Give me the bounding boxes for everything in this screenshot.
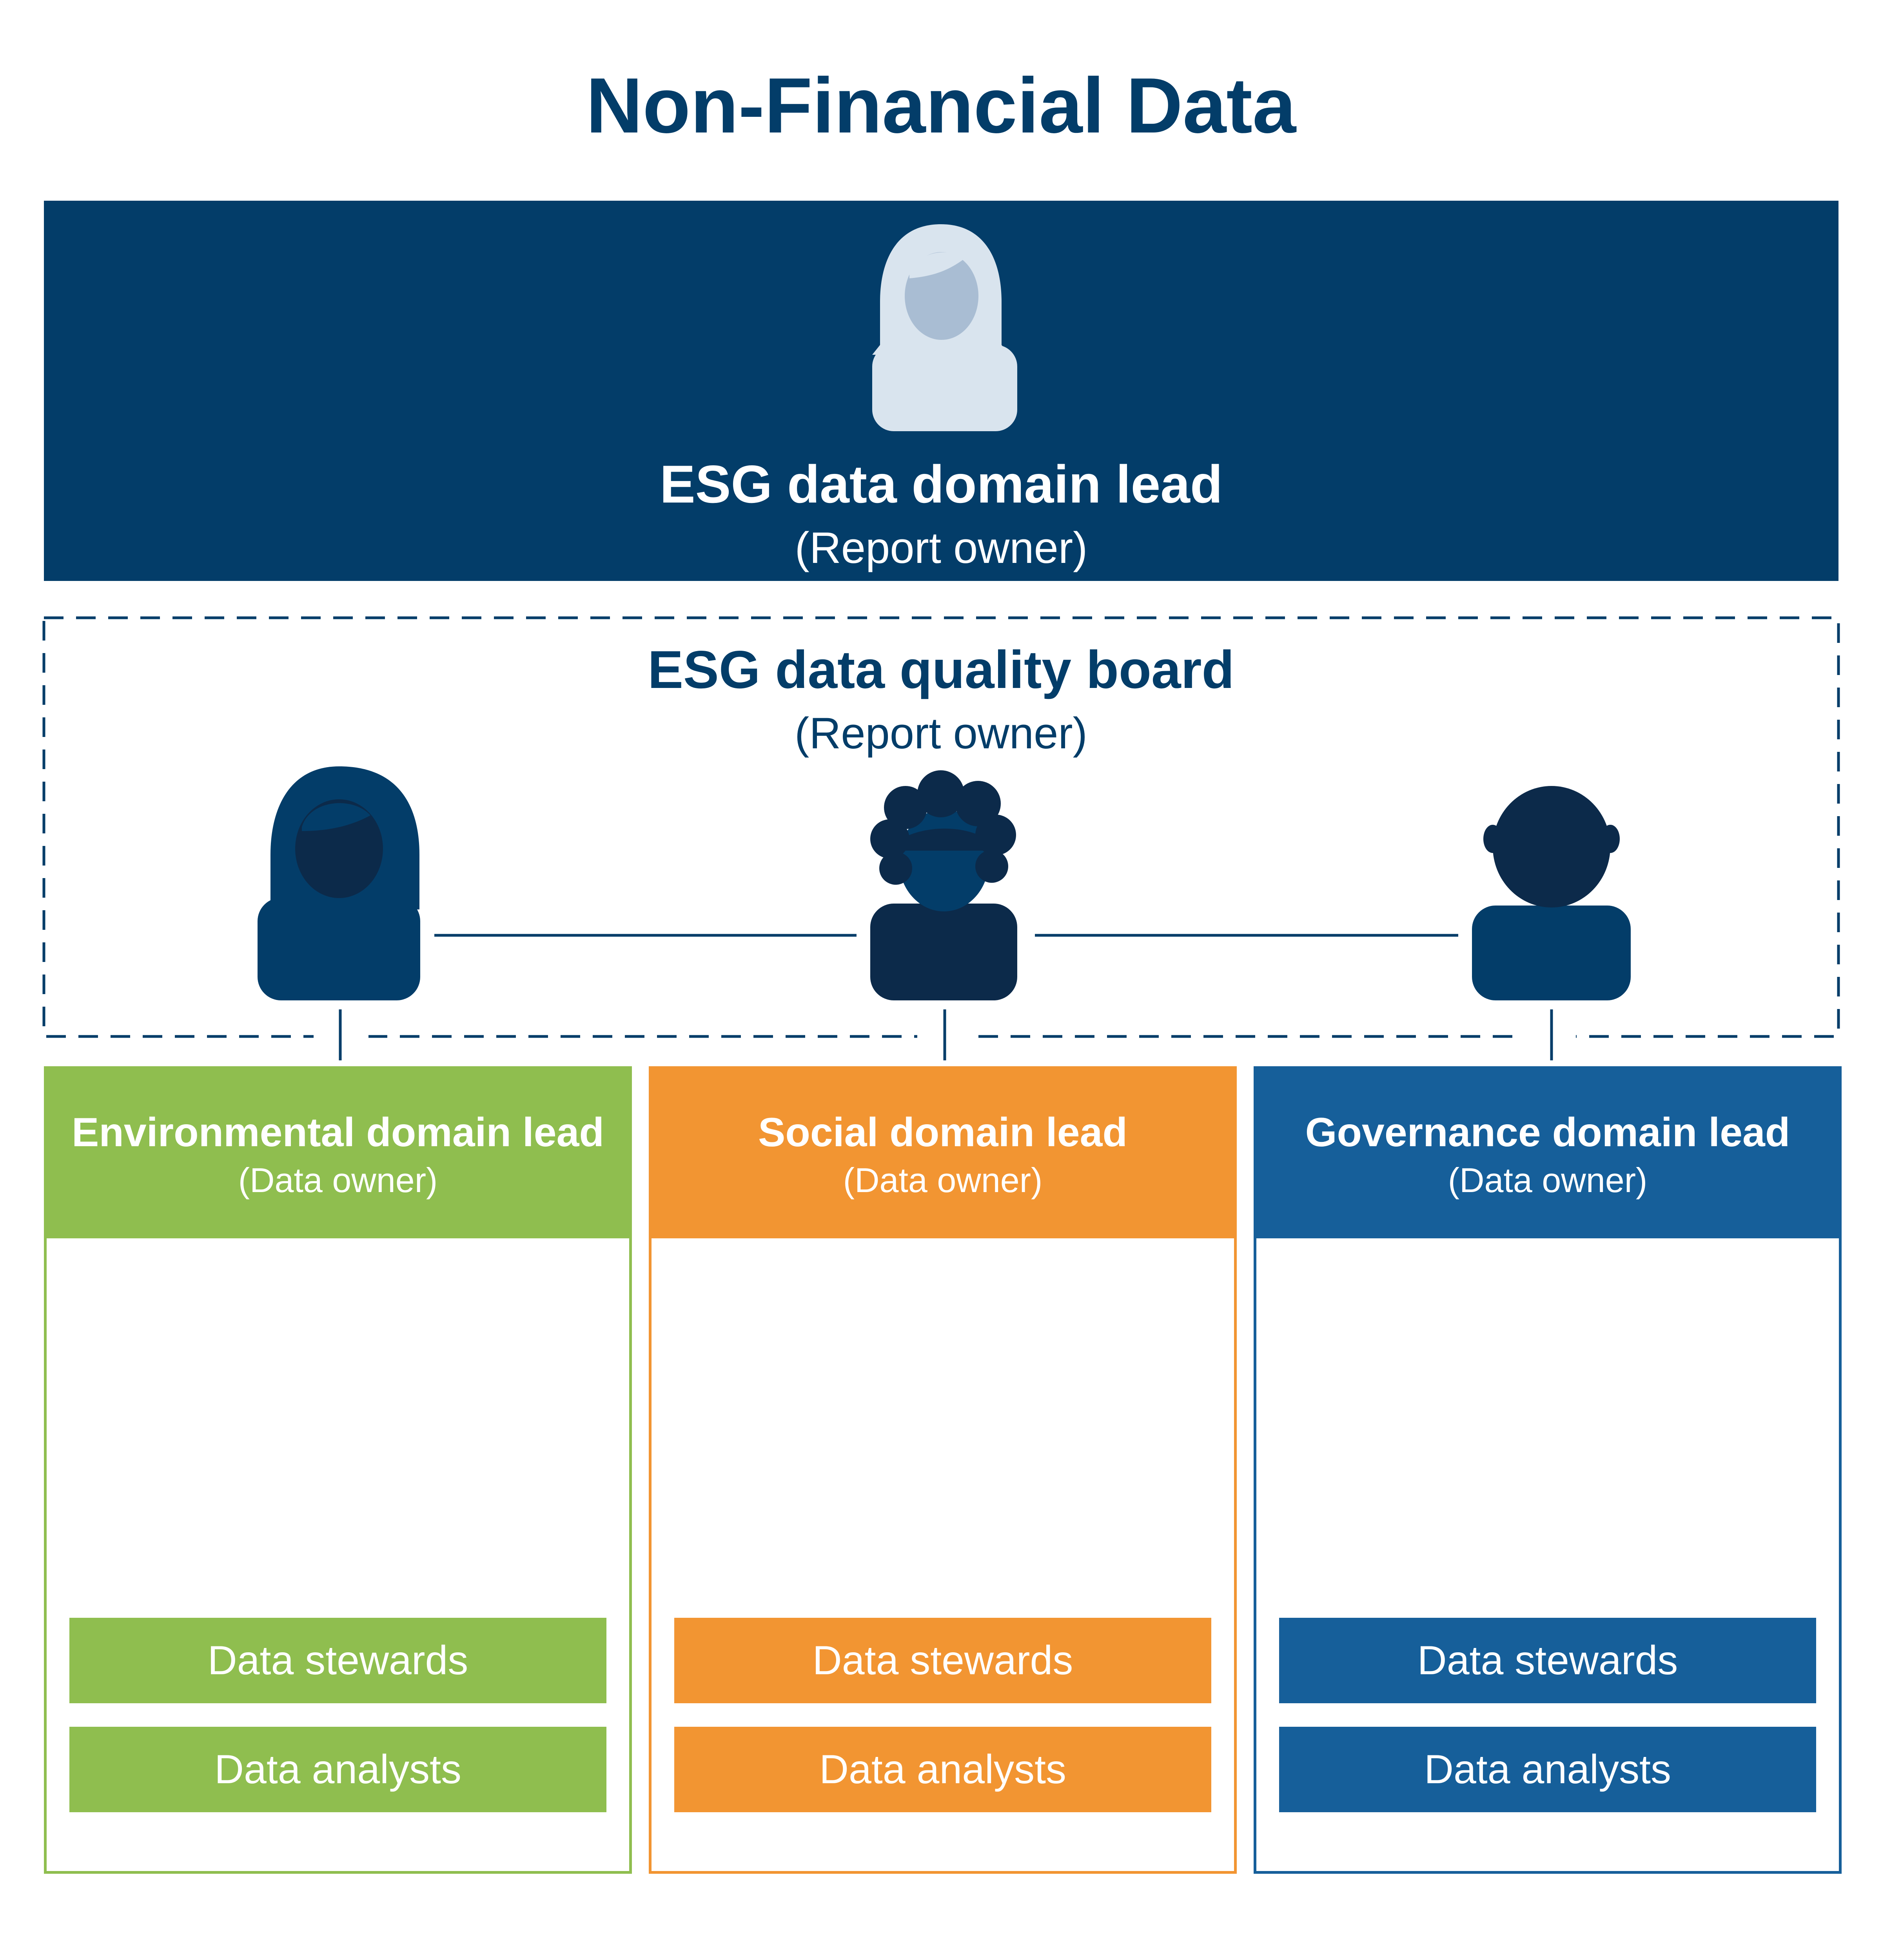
governance-domain-card: Governance domain lead (Data owner) Data… [1254, 1066, 1842, 1874]
environmental-domain-title: Environmental domain lead [71, 1110, 604, 1155]
board-member-2-icon [870, 770, 1017, 1000]
board-member-1-icon [258, 766, 420, 1000]
governance-domain-header: Governance domain lead (Data owner) [1256, 1069, 1839, 1238]
quality-board-frame [42, 616, 1840, 1038]
board-member-3-icon [1472, 786, 1631, 1000]
governance-data-analysts: Data analysts [1279, 1727, 1816, 1812]
domain-lead-title: ESG data domain lead [660, 454, 1223, 514]
page-title: Non-Financial Data [586, 62, 1296, 149]
social-data-stewards: Data stewards [674, 1618, 1211, 1703]
social-data-analysts: Data analysts [674, 1727, 1211, 1812]
governance-domain-title: Governance domain lead [1305, 1110, 1790, 1155]
environmental-domain-card: Environmental domain lead (Data owner) D… [44, 1066, 632, 1874]
domain-lead-person-icon [872, 224, 1017, 431]
domain-lead-subtitle: (Report owner) [795, 523, 1088, 572]
social-domain-card: Social domain lead (Data owner) Data ste… [649, 1066, 1237, 1874]
social-domain-title: Social domain lead [758, 1110, 1128, 1155]
governance-domain-subtitle: (Data owner) [1448, 1161, 1648, 1200]
environmental-data-analysts: Data analysts [69, 1727, 606, 1812]
quality-board-title: ESG data quality board [648, 640, 1234, 699]
social-domain-header: Social domain lead (Data owner) [652, 1069, 1234, 1238]
social-domain-subtitle: (Data owner) [843, 1161, 1043, 1200]
governance-data-stewards: Data stewards [1279, 1618, 1816, 1703]
environmental-data-stewards: Data stewards [69, 1618, 606, 1703]
environmental-domain-subtitle: (Data owner) [238, 1161, 438, 1200]
quality-board-subtitle: (Report owner) [795, 709, 1087, 758]
environmental-domain-header: Environmental domain lead (Data owner) [47, 1069, 629, 1238]
